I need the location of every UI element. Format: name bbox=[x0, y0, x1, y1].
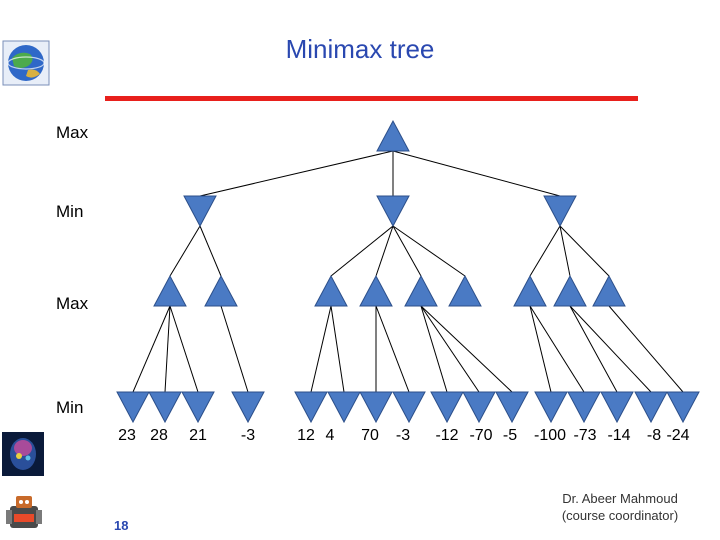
leaf-value: -3 bbox=[395, 427, 411, 444]
edge-max-leaf-13 bbox=[529, 305, 585, 393]
leaf-value: 70 bbox=[361, 427, 379, 444]
max-node-root bbox=[376, 119, 410, 152]
max-node-1 bbox=[153, 274, 187, 307]
max-node-4 bbox=[359, 274, 393, 307]
min-node-1 bbox=[183, 195, 217, 228]
min-node-2 bbox=[376, 195, 410, 228]
level-label-max-2: Max bbox=[56, 294, 89, 313]
edge-max-leaf-6 bbox=[330, 305, 345, 393]
min-leaf-node-1 bbox=[116, 391, 150, 424]
edge-min-max-6 bbox=[392, 225, 466, 277]
edge-min-max-5 bbox=[392, 225, 422, 277]
edge-max-leaf-14 bbox=[569, 305, 618, 393]
min-leaf-node-14 bbox=[600, 391, 634, 424]
max-node-7 bbox=[513, 274, 547, 307]
leaf-value: -14 bbox=[607, 427, 631, 444]
max-node-6 bbox=[448, 274, 482, 307]
edge-max-leaf-16 bbox=[608, 305, 684, 393]
max-node-5 bbox=[404, 274, 438, 307]
min-leaf-node-11 bbox=[495, 391, 529, 424]
leaf-value: 28 bbox=[150, 427, 168, 444]
leaf-value: -5 bbox=[502, 427, 518, 444]
page-number: 18 bbox=[114, 518, 129, 533]
edge-max-leaf-8 bbox=[375, 305, 410, 393]
leaf-value: 12 bbox=[297, 427, 315, 444]
edge-min-max-7 bbox=[529, 225, 561, 277]
robot-icon bbox=[2, 490, 46, 536]
max-node-2 bbox=[204, 274, 238, 307]
title-underline-bar bbox=[105, 96, 638, 101]
level-label-min-1: Min bbox=[56, 202, 84, 221]
min-leaf-node-6 bbox=[327, 391, 361, 424]
leaf-value: -100 bbox=[533, 427, 567, 444]
head-scan-icon bbox=[2, 432, 44, 476]
max-node-3 bbox=[314, 274, 348, 307]
leaf-value: -70 bbox=[469, 427, 493, 444]
min-leaf-node-15 bbox=[634, 391, 668, 424]
leaf-value: -8 bbox=[646, 427, 662, 444]
min-leaf-node-10 bbox=[462, 391, 496, 424]
min-leaf-node-2 bbox=[148, 391, 182, 424]
level-label-min-2: Min bbox=[56, 398, 84, 417]
max-node-8 bbox=[553, 274, 587, 307]
max-node-9 bbox=[592, 274, 626, 307]
leaf-value: 23 bbox=[118, 427, 136, 444]
author-name: Dr. Abeer Mahmoud bbox=[562, 491, 678, 506]
globe-logo-icon bbox=[2, 40, 50, 86]
author-credit: Dr. Abeer Mahmoud (course coordinator) bbox=[540, 490, 700, 524]
edge-root-min-3 bbox=[392, 150, 561, 197]
edge-max-leaf-4 bbox=[220, 305, 249, 393]
level-label-max-1: Max bbox=[56, 123, 89, 142]
edge-max-leaf-3 bbox=[169, 305, 199, 393]
edge-max-leaf-12 bbox=[529, 305, 552, 393]
leaf-value: -73 bbox=[573, 427, 597, 444]
leaf-value: 21 bbox=[189, 427, 207, 444]
edge-max-leaf-5 bbox=[310, 305, 332, 393]
edge-root-min-1 bbox=[199, 150, 394, 197]
min-leaf-node-4 bbox=[231, 391, 265, 424]
edge-max-leaf-15 bbox=[569, 305, 652, 393]
edge-min-max-4 bbox=[375, 225, 394, 277]
slide-title: Minimax tree bbox=[285, 34, 435, 64]
leaf-value: -12 bbox=[435, 427, 459, 444]
edge-max-leaf-1 bbox=[132, 305, 171, 393]
edge-min-max-1 bbox=[169, 225, 201, 277]
leaf-value: 4 bbox=[325, 427, 335, 444]
edge-min-max-9 bbox=[559, 225, 610, 277]
min-leaf-node-8 bbox=[392, 391, 426, 424]
min-leaf-node-3 bbox=[181, 391, 215, 424]
min-node-3 bbox=[543, 195, 577, 228]
edge-max-leaf-9 bbox=[420, 305, 448, 393]
min-leaf-node-16 bbox=[666, 391, 700, 424]
edge-max-leaf-2 bbox=[164, 305, 171, 393]
edge-min-max-3 bbox=[330, 225, 394, 277]
min-leaf-node-13 bbox=[567, 391, 601, 424]
edge-min-max-2 bbox=[199, 225, 222, 277]
author-role: (course coordinator) bbox=[561, 508, 679, 523]
edge-max-leaf-11 bbox=[420, 305, 513, 393]
leaf-value: -3 bbox=[240, 427, 256, 444]
min-leaf-node-9 bbox=[430, 391, 464, 424]
min-leaf-node-5 bbox=[294, 391, 328, 424]
edge-min-max-8 bbox=[559, 225, 571, 277]
leaf-value: -24 bbox=[666, 427, 690, 444]
edge-max-leaf-10 bbox=[420, 305, 480, 393]
min-leaf-node-7 bbox=[359, 391, 393, 424]
min-leaf-node-12 bbox=[534, 391, 568, 424]
